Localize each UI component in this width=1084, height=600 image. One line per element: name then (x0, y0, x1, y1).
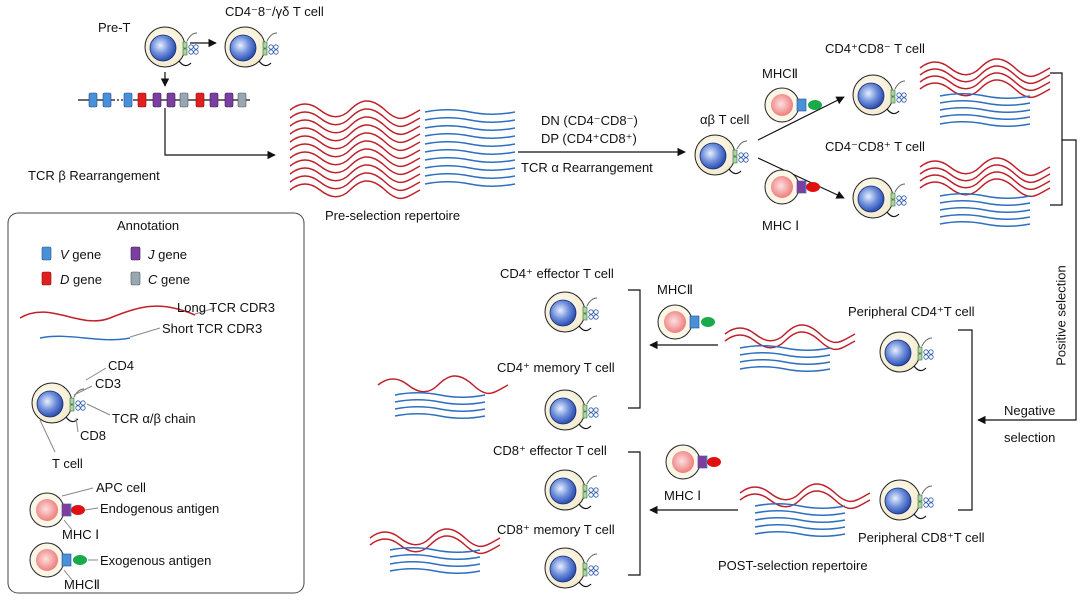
mhc1-mid-bar-icon (698, 456, 706, 468)
label-dp: DP (CD4⁺CD8⁺) (541, 131, 637, 146)
cd8-effector-t-cell-icon (544, 469, 599, 511)
endogenous-antigen-icon (806, 182, 820, 192)
legend-apc-cell: APC cell (96, 480, 146, 495)
legend-mhc1: MHC Ⅰ (62, 527, 100, 542)
peripheral-cd8-t-cell-icon (879, 479, 934, 521)
label-cd4-effector: CD4⁺ effector T cell (500, 266, 614, 281)
label-cd4-memory: CD4⁺ memory T cell (497, 360, 615, 375)
legend-cd4: CD4 (108, 358, 135, 373)
peripheral-cd4-blue-waves (739, 345, 831, 372)
label-tcr-beta: TCR β Rearrangement (28, 168, 160, 183)
annotation-box (7, 212, 305, 594)
cd8-memory-t-cell-icon (544, 547, 599, 589)
d-gene-icon (41, 271, 52, 286)
arrow-to-tcr-beta (164, 108, 276, 160)
cd8-output-bracket (628, 451, 641, 576)
legend-short-cdr3: Short TCR CDR3 (162, 321, 263, 336)
cd8-memory-blue-waves (389, 547, 481, 574)
legend-exogenous: Exogenous antigen (100, 553, 212, 568)
cd48-gd-t-cell-icon (224, 26, 279, 68)
label-post-selection: POST-selection repertoire (718, 558, 868, 573)
label-mhc1-top: MHC Ⅰ (762, 218, 800, 233)
legend-c-gene: C gene (148, 272, 190, 287)
positive-selection-bracket (1050, 72, 1063, 206)
label-cd8-memory: CD8⁺ memory T cell (497, 522, 615, 537)
label-cd8-single: CD4⁻CD8⁺ T cell (825, 139, 925, 154)
apc-mhc2-top-icon (764, 87, 807, 123)
label-negative-selection-2: selection (1004, 430, 1056, 445)
label-positive-selection: Positive selection (1053, 265, 1069, 366)
negative-selection-bracket (958, 329, 973, 511)
legend-tcr-chain: TCR α/β chain (112, 411, 196, 426)
legend-endogenous: Endogenous antigen (100, 501, 220, 516)
label-mhc2-top: MHCⅡ (762, 66, 799, 81)
gene-segment-icon (78, 92, 250, 108)
cd4-effector-t-cell-icon (544, 291, 599, 333)
cd4-single-blue-waves (939, 93, 1031, 127)
pre-selection-blue-waves (424, 109, 516, 187)
arrow-to-cd4-single (757, 96, 845, 141)
peripheral-cd4-red-waves (724, 324, 856, 351)
label-dn: DN (CD4⁻CD8⁻) (541, 113, 638, 128)
label-cd4-single: CD4⁺CD8⁻ T cell (825, 41, 925, 56)
cd4-output-bracket (628, 289, 641, 409)
cd4-memory-blue-waves (394, 392, 486, 419)
label-cd8-effector: CD8⁺ effector T cell (493, 443, 607, 458)
apc-mhc2-mid-icon (657, 304, 700, 340)
legend-t-cell: T cell (52, 456, 83, 471)
c-gene-icon (130, 271, 141, 286)
legend-cd8: CD8 (80, 428, 107, 443)
cd8-single-blue-waves (939, 193, 1031, 227)
label-tcr-alpha: TCR α Rearrangement (521, 160, 653, 175)
peripheral-cd4-t-cell-icon (879, 331, 934, 373)
long-cdr3-icon (19, 305, 196, 322)
cd4-memory-t-cell-icon (544, 389, 599, 431)
pre-t-cell-icon (144, 26, 199, 68)
legend-cd3: CD3 (95, 376, 122, 391)
j-gene-icon (130, 246, 141, 261)
legend-d-gene: D gene (60, 272, 102, 287)
label-negative-selection-1: Negative (1004, 403, 1056, 418)
label-peripheral-cd4: Peripheral CD4⁺T cell (848, 304, 975, 319)
label-cd48-gd: CD4⁻8⁻/γδ T cell (225, 4, 324, 19)
legend-j-gene: J gene (148, 247, 188, 262)
exogenous-antigen-icon (808, 100, 822, 110)
cd4-single-red-waves (919, 58, 1051, 99)
peripheral-cd8-blue-waves (754, 503, 846, 537)
label-peripheral-cd8: Peripheral CD8⁺T cell (858, 530, 985, 545)
label-mhc2-mid: MHCⅡ (657, 282, 694, 297)
cd4-memory-red-waves (377, 375, 509, 395)
legend-mhc2: MHCⅡ (64, 577, 101, 592)
label-mhc1-mid: MHC Ⅰ (664, 488, 702, 503)
selection-connector (1010, 139, 1077, 421)
legend-v-gene: V gene (60, 247, 102, 262)
mhc1-bar-icon (797, 181, 805, 193)
endogenous-antigen-mid-icon (707, 457, 721, 467)
arrow-to-cd8-single (757, 157, 845, 199)
label-ab-tcell: αβ T cell (700, 112, 750, 127)
label-pre-selection: Pre-selection repertoire (325, 208, 461, 223)
cd8-single-red-waves (919, 157, 1051, 198)
cd4-single-t-cell-icon (852, 74, 907, 116)
exogenous-antigen-mid-icon (701, 317, 715, 327)
pre-selection-red-waves (289, 100, 421, 200)
label-pre-t: Pre-T (98, 20, 131, 35)
legend-long-cdr3: Long TCR CDR3 (177, 300, 276, 315)
short-cdr3-icon (39, 335, 131, 341)
annotation-title: Annotation (117, 218, 180, 233)
v-gene-icon (41, 246, 52, 261)
cd8-single-t-cell-icon (852, 177, 907, 219)
ab-t-cell-icon (694, 134, 749, 176)
